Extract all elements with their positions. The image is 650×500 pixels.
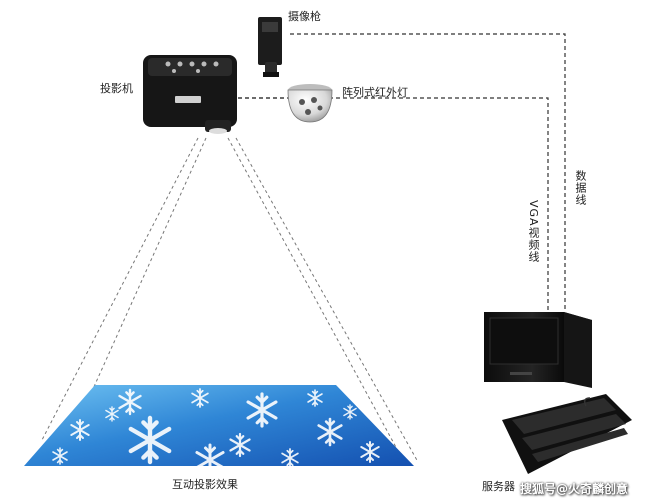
infrared-lamp-label: 阵列式红外灯 bbox=[342, 86, 408, 99]
infrared-lamp-icon bbox=[287, 84, 333, 123]
data-cable-line bbox=[290, 33, 566, 312]
floor-effect-label: 互动投影效果 bbox=[172, 478, 238, 491]
vga-cable-line bbox=[238, 97, 549, 312]
data-cable-label: 数据线 bbox=[574, 170, 587, 206]
camera-icon bbox=[258, 17, 282, 77]
server-label: 服务器 bbox=[482, 480, 515, 493]
camera-label: 摄像枪 bbox=[288, 10, 321, 23]
projector-icon bbox=[143, 55, 237, 134]
server-tower-icon bbox=[484, 312, 592, 388]
connector-lines bbox=[238, 33, 566, 312]
vga-cable-label: VGA视频线 bbox=[527, 200, 540, 263]
floor-projection bbox=[24, 385, 414, 477]
watermark: 搜狐号@火奇麟创意 bbox=[520, 482, 629, 496]
keyboard-icon bbox=[502, 394, 632, 474]
projector-label: 投影机 bbox=[100, 82, 133, 95]
